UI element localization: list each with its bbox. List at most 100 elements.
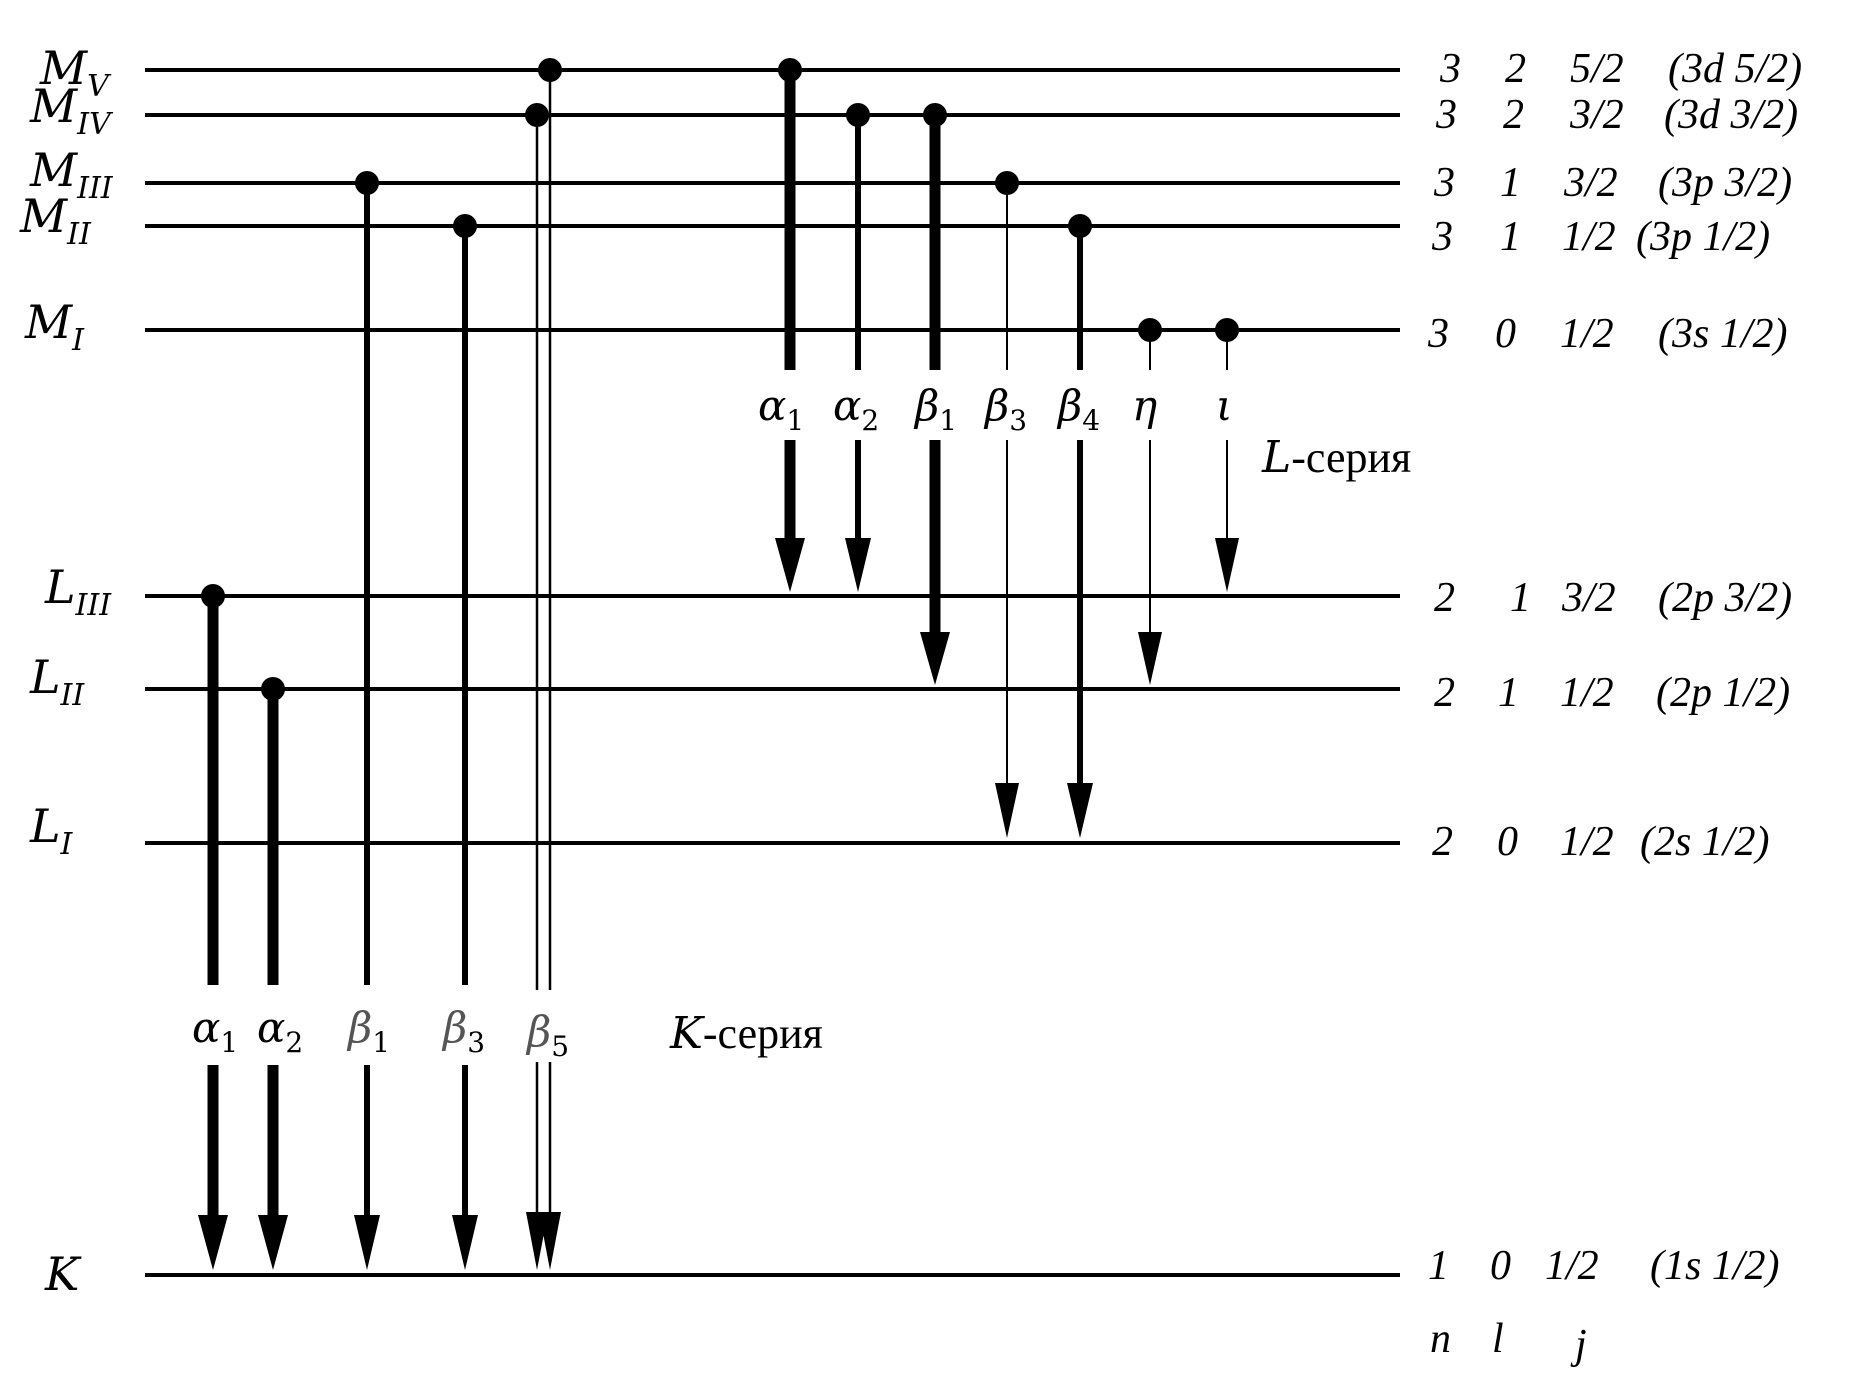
l-alpha1-label: α1 (758, 381, 804, 437)
l-alpha1-arrowhead (775, 538, 805, 592)
l-beta1-transition (920, 103, 950, 685)
level-label-MI: MI (24, 295, 85, 358)
k-beta5-origin-dot-MV (538, 58, 562, 82)
k-alpha2-label: α2 (257, 1003, 303, 1059)
k-beta5-label: β5 (525, 1007, 569, 1063)
qnum-n: 3 (1435, 92, 1457, 138)
qnums-MI: 3 0 1/2 (3s 1/2) (1427, 311, 1788, 357)
l-beta4-label: β4 (1056, 381, 1100, 437)
l-eta-transition (1138, 318, 1162, 685)
qnum-orbital: (3s 1/2) (1658, 311, 1788, 357)
k-alpha1-arrowhead (198, 1215, 228, 1270)
header-n: n (1430, 1316, 1451, 1362)
k-beta5-origin-dot-MIV (525, 103, 549, 127)
k-alpha1-transition (198, 584, 228, 1270)
header-j: j (1570, 1322, 1587, 1368)
k-alpha2-origin-dot (261, 677, 285, 701)
level-label-LI: LI (29, 799, 74, 862)
qnums-LIII: 2 1 3/2 (2p 3/2) (1434, 575, 1792, 621)
k-beta3-label: β3 (441, 1003, 485, 1059)
l-iota-arrowhead (1215, 538, 1239, 592)
quantum-numbers: 3 2 5/2 (3d 5/2) 3 2 3/2 (3d 3/2) 3 1 3/… (1427, 46, 1802, 1368)
qnum-j: 3/2 (1563, 160, 1618, 206)
l-alpha2-label: α2 (833, 381, 879, 437)
energy-levels (145, 68, 1400, 1277)
qnum-n: 2 (1434, 670, 1455, 716)
l-alpha1-transition (775, 58, 805, 592)
l-iota-origin-dot (1215, 318, 1239, 342)
k-alpha2-transition (258, 677, 288, 1270)
qnum-l: 0 (1490, 1243, 1511, 1289)
qnum-n: 1 (1428, 1243, 1449, 1289)
k-beta1-arrowhead (354, 1215, 380, 1270)
qnum-l: 1 (1500, 214, 1521, 260)
l-beta4-arrowhead (1067, 783, 1093, 838)
k-alpha1-origin-dot (201, 584, 225, 608)
k-beta5-arrowhead-2 (539, 1212, 561, 1270)
qnum-l: 2 (1505, 46, 1526, 92)
qnum-l: 0 (1497, 819, 1518, 865)
l-alpha1-origin-dot (778, 58, 802, 82)
level-label-LII: LII (29, 650, 85, 713)
qnum-n: 2 (1432, 819, 1453, 865)
level-labels: MV MIV MIII MII MI LIII LII LI K (19, 41, 114, 1301)
k-series-labels: α1 α2 β1 β3 β5 K-серия (185, 990, 823, 1063)
k-alpha2-arrowhead (258, 1215, 288, 1270)
l-beta3-transition (995, 171, 1019, 838)
level-label-K: K (44, 1247, 82, 1301)
qnums-MV: 3 2 5/2 (3d 5/2) (1439, 46, 1802, 92)
qnum-orbital: (3p 3/2) (1658, 160, 1792, 206)
k-series: α1 α2 β1 β3 β5 K-серия (185, 58, 823, 1270)
qnum-j: 3/2 (1569, 92, 1624, 138)
qnum-j: 1/2 (1562, 214, 1616, 260)
l-beta1-label: β1 (913, 381, 957, 437)
l-alpha2-arrowhead (845, 538, 871, 592)
qnum-l: 2 (1503, 92, 1524, 138)
qnum-orbital: (3d 5/2) (1668, 46, 1802, 92)
level-label-MIV: MIV (29, 79, 114, 142)
l-iota-transition (1215, 318, 1239, 592)
quantum-headers: n l j (1430, 1316, 1587, 1368)
qnum-orbital: (3p 1/2) (1636, 214, 1770, 260)
qnums-MIV: 3 2 3/2 (3d 3/2) (1435, 92, 1798, 138)
qnums-LII: 2 1 1/2 (2p 1/2) (1434, 670, 1790, 716)
l-alpha2-transition (845, 103, 871, 592)
l-beta4-transition (1067, 214, 1093, 838)
qnum-n: 3 (1427, 311, 1449, 357)
qnum-orbital: (1s 1/2) (1650, 1243, 1780, 1289)
k-beta1-label: β1 (346, 1003, 390, 1059)
l-eta-origin-dot (1138, 318, 1162, 342)
l-iota-label: ι (1216, 381, 1232, 430)
l-eta-label: η (1132, 381, 1157, 430)
qnum-j: 1/2 (1545, 1243, 1599, 1289)
qnum-j: 3/2 (1561, 575, 1616, 621)
k-alpha1-label: α1 (192, 1003, 238, 1059)
qnum-orbital: (2s 1/2) (1640, 819, 1770, 865)
k-series-title: K-серия (669, 1008, 823, 1059)
k-label-backdrop (185, 990, 585, 1062)
qnum-n: 3 (1433, 160, 1455, 206)
qnum-l: 0 (1495, 311, 1516, 357)
qnum-l: 1 (1510, 575, 1531, 621)
qnums-K: 1 0 1/2 (1s 1/2) (1428, 1243, 1780, 1289)
k-beta5-transition (525, 58, 562, 1270)
qnum-n: 3 (1439, 46, 1461, 92)
qnum-n: 3 (1431, 214, 1453, 260)
qnums-MIII: 3 1 3/2 (3p 3/2) (1433, 160, 1792, 206)
k-beta3-transition (452, 214, 478, 1270)
qnum-j: 1/2 (1560, 819, 1614, 865)
k-beta3-origin-dot (453, 214, 477, 238)
qnum-orbital: (2p 3/2) (1658, 575, 1792, 621)
level-label-MII: MII (19, 189, 92, 252)
qnum-j: 1/2 (1560, 670, 1614, 716)
qnum-l: 1 (1500, 160, 1521, 206)
l-beta3-origin-dot (995, 171, 1019, 195)
l-series: α1 α2 β1 β3 β4 η ι L-серия (758, 58, 1411, 838)
k-beta1-origin-dot (355, 171, 379, 195)
l-beta1-arrowhead (920, 632, 950, 685)
qnum-j: 5/2 (1570, 46, 1624, 92)
qnum-j: 1/2 (1560, 311, 1614, 357)
qnum-orbital: (3d 3/2) (1664, 92, 1798, 138)
l-alpha2-origin-dot (846, 103, 870, 127)
qnum-n: 2 (1434, 575, 1455, 621)
